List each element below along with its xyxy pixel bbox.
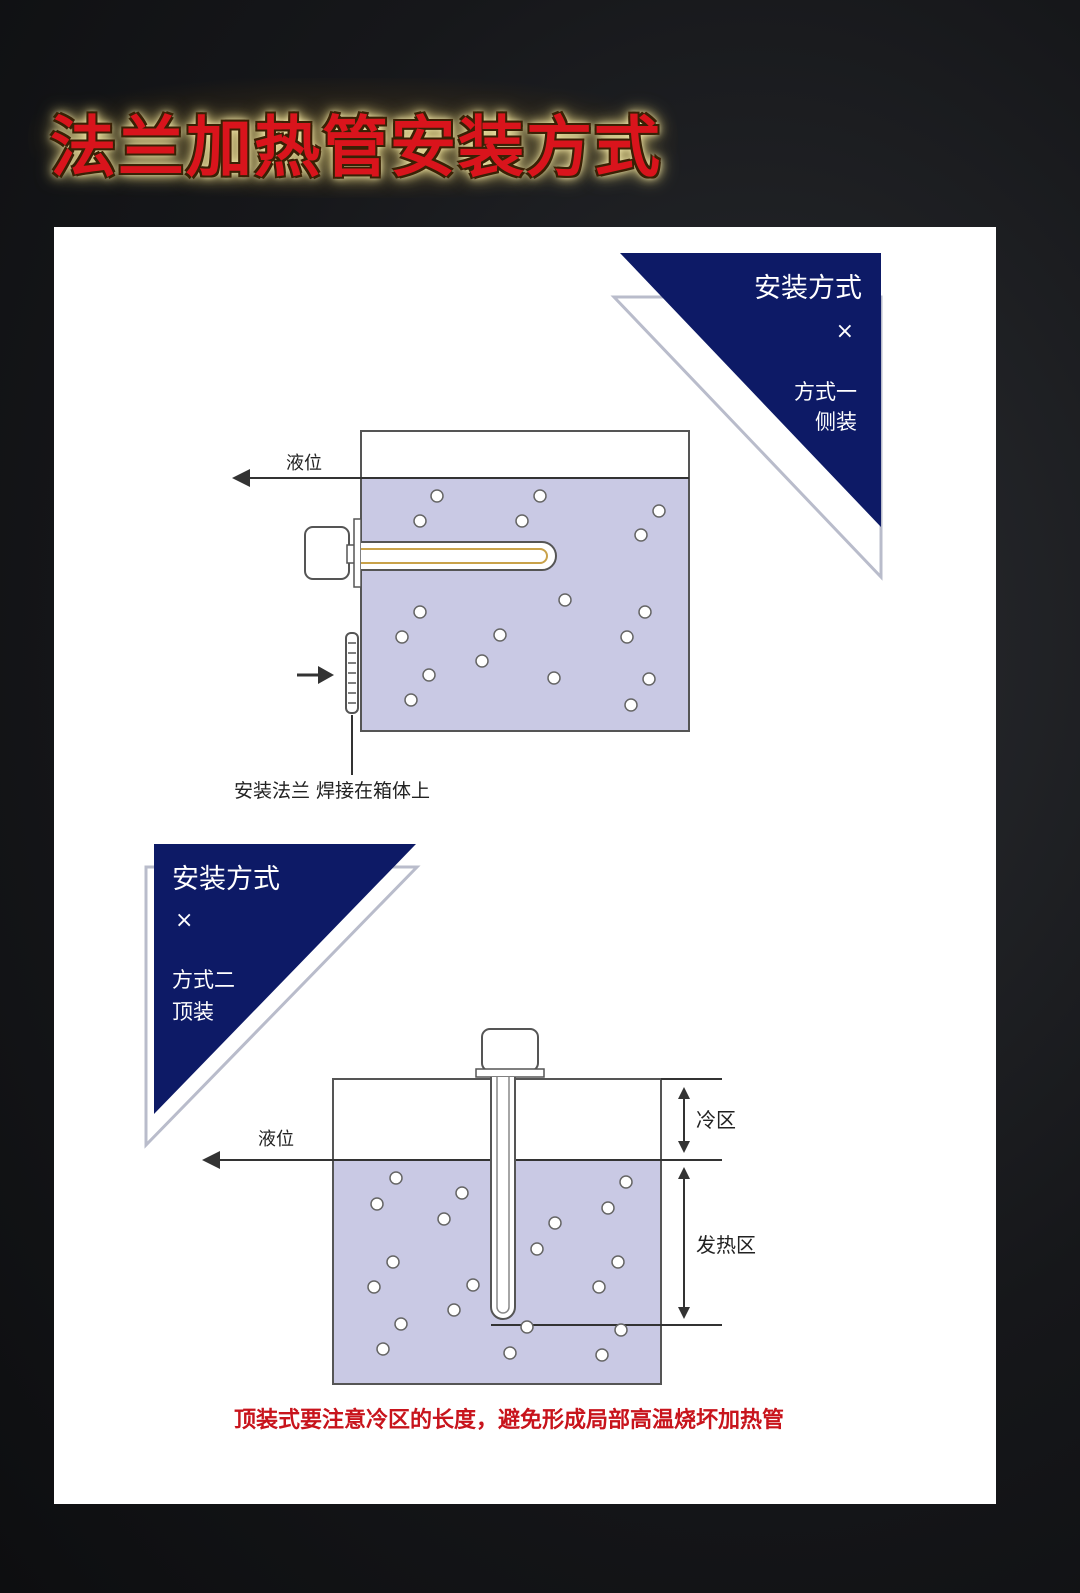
bubble: [634, 528, 648, 542]
cold-zone-label: 冷区: [696, 1108, 736, 1132]
method2-bubbles: [367, 1171, 633, 1362]
method2-heater-flange: [475, 1068, 545, 1078]
cold-zone-arrow-up-icon: [678, 1087, 690, 1099]
bubble: [624, 698, 638, 712]
bubble: [548, 1216, 562, 1230]
method2-banner-title: 安装方式: [172, 864, 280, 895]
bubble: [386, 1255, 400, 1269]
installation-diagram: 安装方式 × 方式一 侧装 液位: [144, 253, 883, 1433]
bubble: [367, 1280, 381, 1294]
method1-flange-caption: 安装法兰 焊接在箱体上: [234, 780, 430, 802]
warning-note: 顶装式要注意冷区的长度，避免形成局部高温烧坏加热管: [234, 1407, 784, 1433]
method1-banner-line1: 方式一: [794, 380, 857, 404]
bubble: [413, 514, 427, 528]
method2-banner-triangle: [154, 844, 416, 1114]
method2-tank: 液位 冷区 发热区: [202, 1028, 756, 1385]
method2-liquid-arrow-icon: [202, 1151, 220, 1169]
bubble: [520, 1320, 534, 1334]
bubble: [614, 1323, 628, 1337]
bubble: [503, 1346, 517, 1360]
method2-banner-line2: 顶装: [172, 1000, 214, 1024]
page-title: 法兰加热管安装方式: [50, 109, 662, 186]
bubble: [413, 605, 427, 619]
method1-banner-triangle: [620, 253, 881, 527]
bubble: [370, 1197, 384, 1211]
method1-liquid-level-label: 液位: [286, 453, 322, 474]
bubble: [595, 1348, 609, 1362]
bubble: [395, 630, 409, 644]
bubble: [515, 514, 529, 528]
method1-flange-arrow-icon: [318, 666, 334, 684]
method2-heating-tube-inner: [496, 1077, 510, 1314]
cold-zone-arrow-down-icon: [678, 1141, 690, 1153]
bubble: [422, 668, 436, 682]
bubble: [493, 628, 507, 642]
method1-banner-title: 安装方式: [754, 273, 862, 304]
bubble: [466, 1278, 480, 1292]
title-glow: [28, 78, 678, 198]
bubble: [404, 693, 418, 707]
method2-liquid-level-label: 液位: [258, 1129, 294, 1150]
method1-tank: 液位 安装法兰 焊接在箱体上: [232, 430, 690, 802]
bubble: [394, 1317, 408, 1331]
method2-banner-x: ×: [175, 908, 193, 933]
bubble: [601, 1201, 615, 1215]
bubble: [652, 504, 666, 518]
bubble: [638, 605, 652, 619]
bubble: [547, 671, 561, 685]
method1-banner: 安装方式 × 方式一 侧装: [610, 253, 883, 581]
method2-heater-terminal-box: [481, 1028, 539, 1072]
bubble: [533, 489, 547, 503]
method1-bubbles: [395, 489, 666, 712]
bubble: [389, 1171, 403, 1185]
bubble: [620, 630, 634, 644]
method1-heating-tube-inner: [361, 548, 548, 564]
method1-liquid-arrow-icon: [232, 469, 250, 487]
heating-zone-arrow-down-icon: [678, 1307, 690, 1319]
method2-heating-tube: [490, 1077, 516, 1320]
bubble: [430, 489, 444, 503]
heating-zone-label: 发热区: [696, 1233, 756, 1257]
method1-banner-line2: 侧装: [815, 410, 857, 434]
method1-heater-terminal-box: [304, 526, 350, 580]
diagram-panel: 安装方式 × 方式一 侧装 液位: [54, 227, 996, 1504]
bubble: [592, 1280, 606, 1294]
method2-banner: 安装方式 × 方式二 顶装: [144, 844, 421, 1149]
title-banner: 法兰加热管安装方式: [28, 78, 678, 198]
bubble: [619, 1175, 633, 1189]
bubble: [447, 1303, 461, 1317]
method2-banner-line1: 方式二: [172, 968, 235, 992]
bubble: [642, 672, 656, 686]
bubble: [530, 1242, 544, 1256]
method1-heating-tube: [361, 541, 557, 571]
heating-zone-arrow-up-icon: [678, 1167, 690, 1179]
bubble: [611, 1255, 625, 1269]
bubble: [558, 593, 572, 607]
bubble: [475, 654, 489, 668]
bubble: [455, 1186, 469, 1200]
bubble: [437, 1212, 451, 1226]
method1-heater-flange: [353, 518, 362, 588]
bubble: [376, 1342, 390, 1356]
method1-banner-x: ×: [836, 319, 854, 344]
